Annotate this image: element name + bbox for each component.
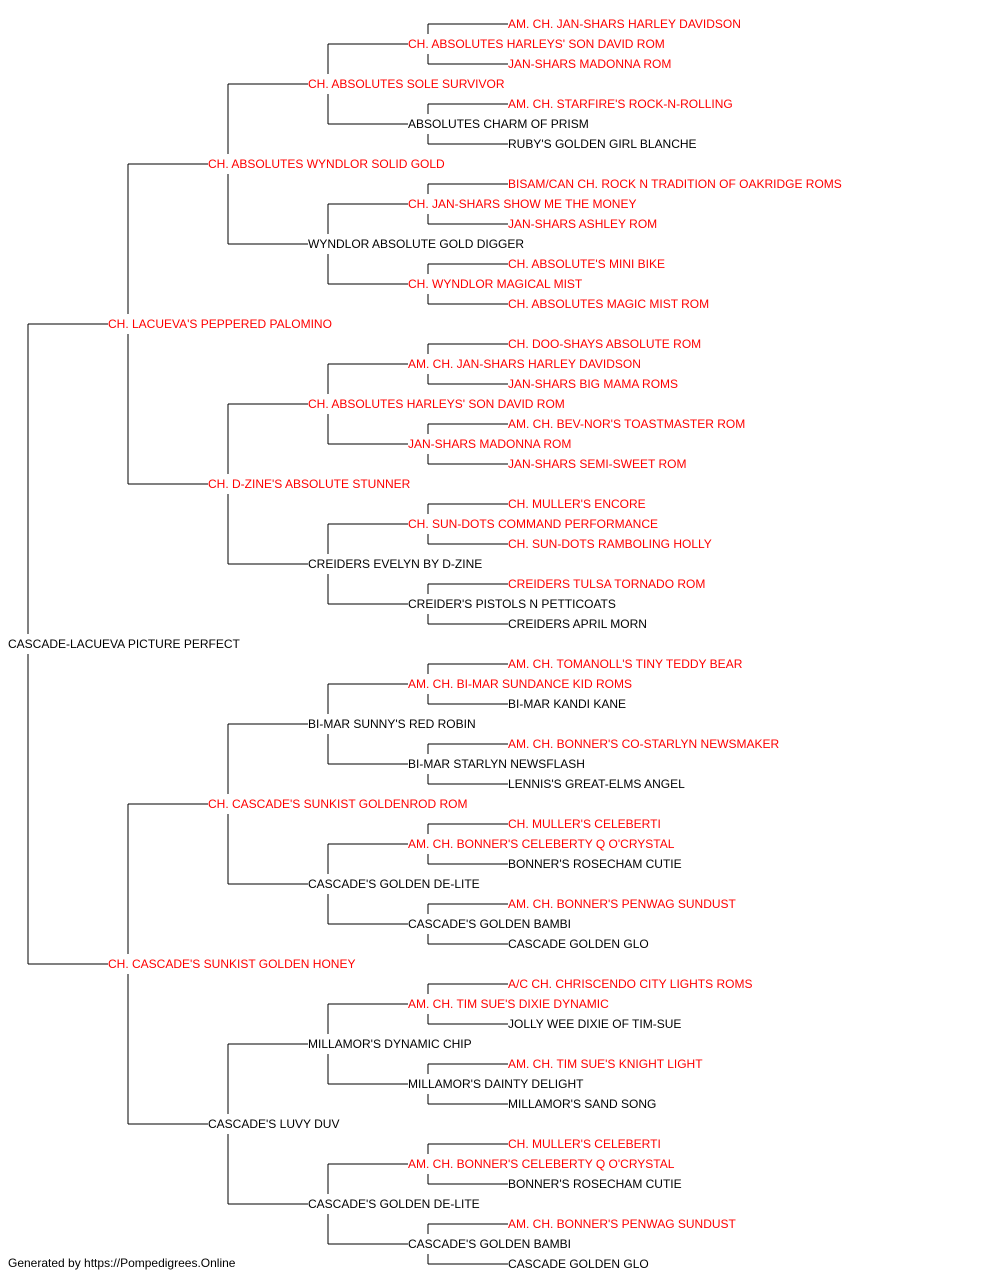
ancestor-name: A/C CH. CHRISCENDO CITY LIGHTS ROMS <box>508 977 752 991</box>
ancestor-name: AM. CH. TOMANOLL'S TINY TEDDY BEAR <box>508 657 743 671</box>
ancestor-name: JAN-SHARS ASHLEY ROM <box>508 217 657 231</box>
ancestor-name: WYNDLOR ABSOLUTE GOLD DIGGER <box>308 237 524 251</box>
ancestor-name: CH. ABSOLUTES SOLE SURVIVOR <box>308 77 505 91</box>
ancestor-name: AM. CH. JAN-SHARS HARLEY DAVIDSON <box>408 357 641 371</box>
ancestor-name: MILLAMOR'S DAINTY DELIGHT <box>408 1077 584 1091</box>
ancestor-name: CH. MULLER'S CELEBERTI <box>508 817 661 831</box>
ancestor-name: JAN-SHARS BIG MAMA ROMS <box>508 377 678 391</box>
ancestor-name: CH. SUN-DOTS RAMBOLING HOLLY <box>508 537 712 551</box>
ancestor-name: CH. ABSOLUTES HARLEYS' SON DAVID ROM <box>408 37 665 51</box>
ancestor-name: CH. CASCADE'S SUNKIST GOLDEN HONEY <box>108 957 355 971</box>
ancestor-name: AM. CH. BEV-NOR'S TOASTMASTER ROM <box>508 417 745 431</box>
ancestor-name: AM. CH. BONNER'S PENWAG SUNDUST <box>508 1217 737 1231</box>
ancestor-name: CASCADE'S GOLDEN DE-LITE <box>308 877 480 891</box>
ancestor-name: CH. ABSOLUTE'S MINI BIKE <box>508 257 665 271</box>
ancestor-name: BONNER'S ROSECHAM CUTIE <box>508 1177 682 1191</box>
ancestor-name: AM. CH. STARFIRE'S ROCK-N-ROLLING <box>508 97 733 111</box>
ancestor-name: RUBY'S GOLDEN GIRL BLANCHE <box>508 137 697 151</box>
ancestor-name: CH. ABSOLUTES HARLEYS' SON DAVID ROM <box>308 397 565 411</box>
ancestor-name: JOLLY WEE DIXIE OF TIM-SUE <box>508 1017 681 1031</box>
ancestor-name: CH. MULLER'S CELEBERTI <box>508 1137 661 1151</box>
ancestor-name: LENNIS'S GREAT-ELMS ANGEL <box>508 777 685 791</box>
footer-credit: Generated by https://Pompedigrees.Online <box>8 1256 236 1270</box>
ancestor-name: CREIDERS TULSA TORNADO ROM <box>508 577 705 591</box>
ancestor-name: MILLAMOR'S DYNAMIC CHIP <box>308 1037 472 1051</box>
ancestor-name: CASCADE GOLDEN GLO <box>508 937 649 951</box>
ancestor-name: CASCADE'S GOLDEN BAMBI <box>408 1237 571 1251</box>
subject-dog-name: CASCADE-LACUEVA PICTURE PERFECT <box>8 637 240 651</box>
ancestor-name: ABSOLUTES CHARM OF PRISM <box>408 117 589 131</box>
ancestor-name: CH. LACUEVA'S PEPPERED PALOMINO <box>108 317 332 331</box>
ancestor-name: BI-MAR STARLYN NEWSFLASH <box>408 757 585 771</box>
ancestor-name: AM. CH. TIM SUE'S DIXIE DYNAMIC <box>408 997 609 1011</box>
ancestor-name: CASCADE'S LUVY DUV <box>208 1117 339 1131</box>
ancestor-name: CH. MULLER'S ENCORE <box>508 497 646 511</box>
ancestor-name: AM. CH. JAN-SHARS HARLEY DAVIDSON <box>508 17 741 31</box>
ancestor-name: CASCADE'S GOLDEN BAMBI <box>408 917 571 931</box>
ancestor-name: CH. ABSOLUTES WYNDLOR SOLID GOLD <box>208 157 445 171</box>
ancestor-name: CH. JAN-SHARS SHOW ME THE MONEY <box>408 197 636 211</box>
ancestor-name: JAN-SHARS MADONNA ROM <box>508 57 671 71</box>
ancestor-name: BONNER'S ROSECHAM CUTIE <box>508 857 682 871</box>
ancestor-name: CH. WYNDLOR MAGICAL MIST <box>408 277 583 291</box>
ancestor-name: BI-MAR SUNNY'S RED ROBIN <box>308 717 476 731</box>
ancestor-name: CH. CASCADE'S SUNKIST GOLDENROD ROM <box>208 797 467 811</box>
ancestor-name: CH. D-ZINE'S ABSOLUTE STUNNER <box>208 477 411 491</box>
ancestor-name: AM. CH. TIM SUE'S KNIGHT LIGHT <box>508 1057 703 1071</box>
ancestor-name: CH. ABSOLUTES MAGIC MIST ROM <box>508 297 709 311</box>
connector-lines <box>27 23 508 1265</box>
ancestor-name: JAN-SHARS MADONNA ROM <box>408 437 571 451</box>
ancestor-name: CH. SUN-DOTS COMMAND PERFORMANCE <box>408 517 658 531</box>
dog-names: CASCADE-LACUEVA PICTURE PERFECT CH. LACUE… <box>8 17 842 1271</box>
ancestor-name: AM. CH. BONNER'S PENWAG SUNDUST <box>508 897 737 911</box>
ancestor-name: AM. CH. BONNER'S CO-STARLYN NEWSMAKER <box>508 737 780 751</box>
ancestor-name: CREIDERS APRIL MORN <box>508 617 647 631</box>
ancestor-name: BI-MAR KANDI KANE <box>508 697 626 711</box>
ancestor-name: BISAM/CAN CH. ROCK N TRADITION OF OAKRID… <box>508 177 842 191</box>
ancestor-name: CASCADE'S GOLDEN DE-LITE <box>308 1197 480 1211</box>
ancestor-name: CH. DOO-SHAYS ABSOLUTE ROM <box>508 337 701 351</box>
ancestor-name: AM. CH. BI-MAR SUNDANCE KID ROMS <box>408 677 632 691</box>
ancestor-name: CREIDER'S PISTOLS N PETTICOATS <box>408 597 616 611</box>
ancestor-name: CASCADE GOLDEN GLO <box>508 1257 649 1271</box>
ancestor-name: CREIDERS EVELYN BY D-ZINE <box>308 557 482 571</box>
ancestor-name: AM. CH. BONNER'S CELEBERTY Q O'CRYSTAL <box>408 1157 675 1171</box>
ancestor-name: MILLAMOR'S SAND SONG <box>508 1097 656 1111</box>
ancestor-name: AM. CH. BONNER'S CELEBERTY Q O'CRYSTAL <box>408 837 675 851</box>
ancestor-name: JAN-SHARS SEMI-SWEET ROM <box>508 457 686 471</box>
